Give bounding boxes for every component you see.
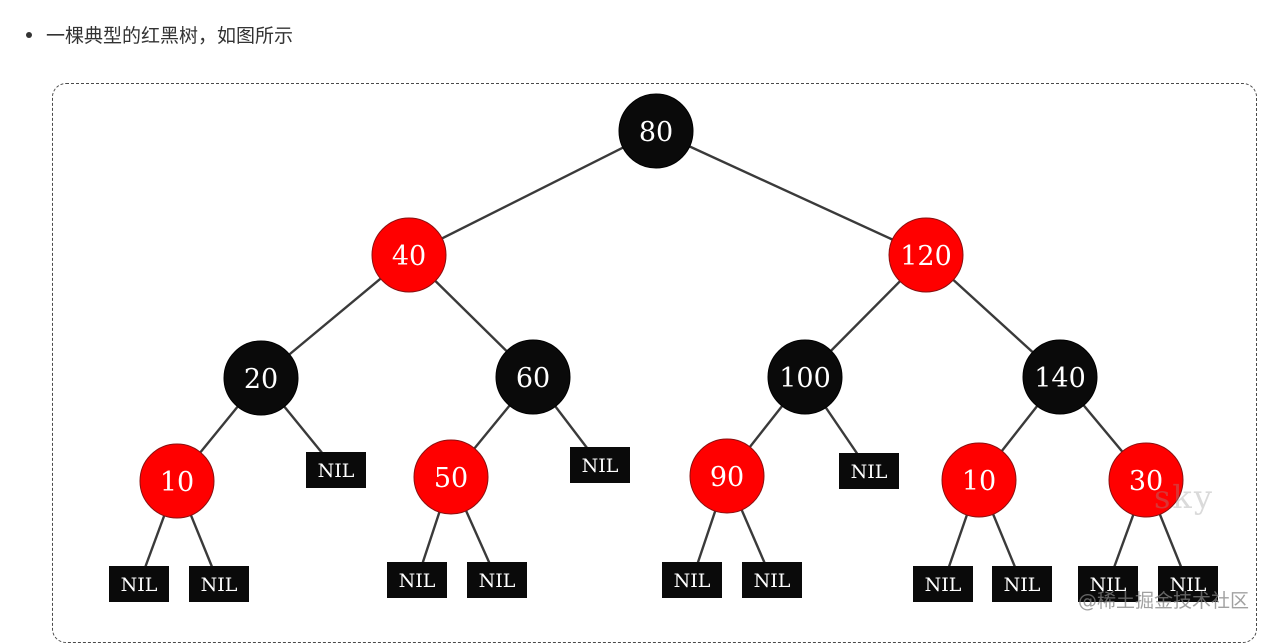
nil-leaf: NIL (306, 452, 366, 488)
nil-box (1078, 566, 1138, 602)
nil-box (662, 562, 722, 598)
tree-node-120: 120 (888, 217, 964, 293)
node-circle (689, 438, 765, 514)
nil-leaf: NIL (1158, 566, 1218, 602)
nil-label: NIL (399, 570, 436, 592)
tree-node-50: 50 (413, 439, 489, 515)
watermark-sky: sky (1154, 478, 1214, 516)
node-circle (223, 340, 299, 416)
intro-bullet: 一棵典型的红黑树，如图所示 (26, 20, 293, 48)
node-circle (413, 439, 489, 515)
tree-node-30: 30 (1108, 442, 1184, 518)
nil-leaf: NIL (742, 562, 802, 598)
watermark-site: @稀土掘金技术社区 (1078, 590, 1250, 612)
nil-label: NIL (1170, 574, 1207, 596)
nil-leaf: NIL (570, 447, 630, 483)
nil-leaf: NIL (1078, 566, 1138, 602)
node-circle (767, 339, 843, 415)
nil-box (1158, 566, 1218, 602)
node-circle (888, 217, 964, 293)
nil-leaf: NIL (189, 566, 249, 602)
edge-n80-n120 (655, 129, 927, 257)
node-circle (371, 217, 447, 293)
nil-box (839, 453, 899, 489)
tree-node-10: 10 (941, 442, 1017, 518)
node-circle (1022, 339, 1098, 415)
nil-label: NIL (318, 460, 355, 482)
nil-label: NIL (925, 574, 962, 596)
node-circle (941, 442, 1017, 518)
node-label: 10 (962, 466, 996, 497)
nil-label: NIL (851, 461, 888, 483)
nil-box (189, 566, 249, 602)
nil-box (913, 566, 973, 602)
bullet-dot-icon (26, 32, 32, 38)
node-label: 30 (1129, 466, 1163, 497)
node-label: 90 (710, 462, 744, 493)
node-label: 140 (1034, 363, 1086, 394)
nil-label: NIL (674, 570, 711, 592)
nil-label: NIL (121, 574, 158, 596)
nil-label: NIL (479, 570, 516, 592)
nil-box (742, 562, 802, 598)
nil-box (306, 452, 366, 488)
node-circle (139, 443, 215, 519)
nil-label: NIL (201, 574, 238, 596)
nil-leaf: NIL (913, 566, 973, 602)
nil-leaf: NIL (109, 566, 169, 602)
node-label: 120 (900, 241, 952, 272)
edge-n80-n40 (408, 129, 657, 257)
nil-leaves: NIL NIL NIL NIL NIL NIL NIL NIL NIL NIL NIL NIL NIL (109, 447, 1218, 602)
nil-leaf: NIL (467, 562, 527, 598)
tree-node-140: 140 (1022, 339, 1098, 415)
nil-leaf: NIL (387, 562, 447, 598)
node-label: 10 (160, 467, 194, 498)
nil-leaf: NIL (662, 562, 722, 598)
tree-node-80: 80 (618, 93, 694, 169)
nil-leaf: NIL (839, 453, 899, 489)
nil-box (992, 566, 1052, 602)
nil-label: NIL (1004, 574, 1041, 596)
node-label: 60 (516, 363, 550, 394)
node-label: 50 (434, 463, 468, 494)
intro-text: 一棵典型的红黑树，如图所示 (46, 24, 294, 47)
nil-box (467, 562, 527, 598)
tree-node-100: 100 (767, 339, 843, 415)
node-circle (618, 93, 694, 169)
nil-leaf: NIL (992, 566, 1052, 602)
nil-label: NIL (582, 455, 619, 477)
tree-node-60: 60 (495, 339, 571, 415)
node-label: 80 (639, 117, 673, 148)
tree-node-10: 10 (139, 443, 215, 519)
node-label: 20 (244, 364, 278, 395)
nil-label: NIL (754, 570, 791, 592)
tree-node-20: 20 (223, 340, 299, 416)
nil-label: NIL (1090, 574, 1127, 596)
nil-box (570, 447, 630, 483)
node-circle (1108, 442, 1184, 518)
nil-box (109, 566, 169, 602)
tree-nodes: 80 40 120 20 60 100 140 10 50 90 10 30 (139, 93, 1184, 519)
node-label: 40 (392, 241, 426, 272)
tree-node-90: 90 (689, 438, 765, 514)
node-label: 100 (779, 363, 831, 394)
nil-box (387, 562, 447, 598)
tree-node-40: 40 (371, 217, 447, 293)
node-circle (495, 339, 571, 415)
